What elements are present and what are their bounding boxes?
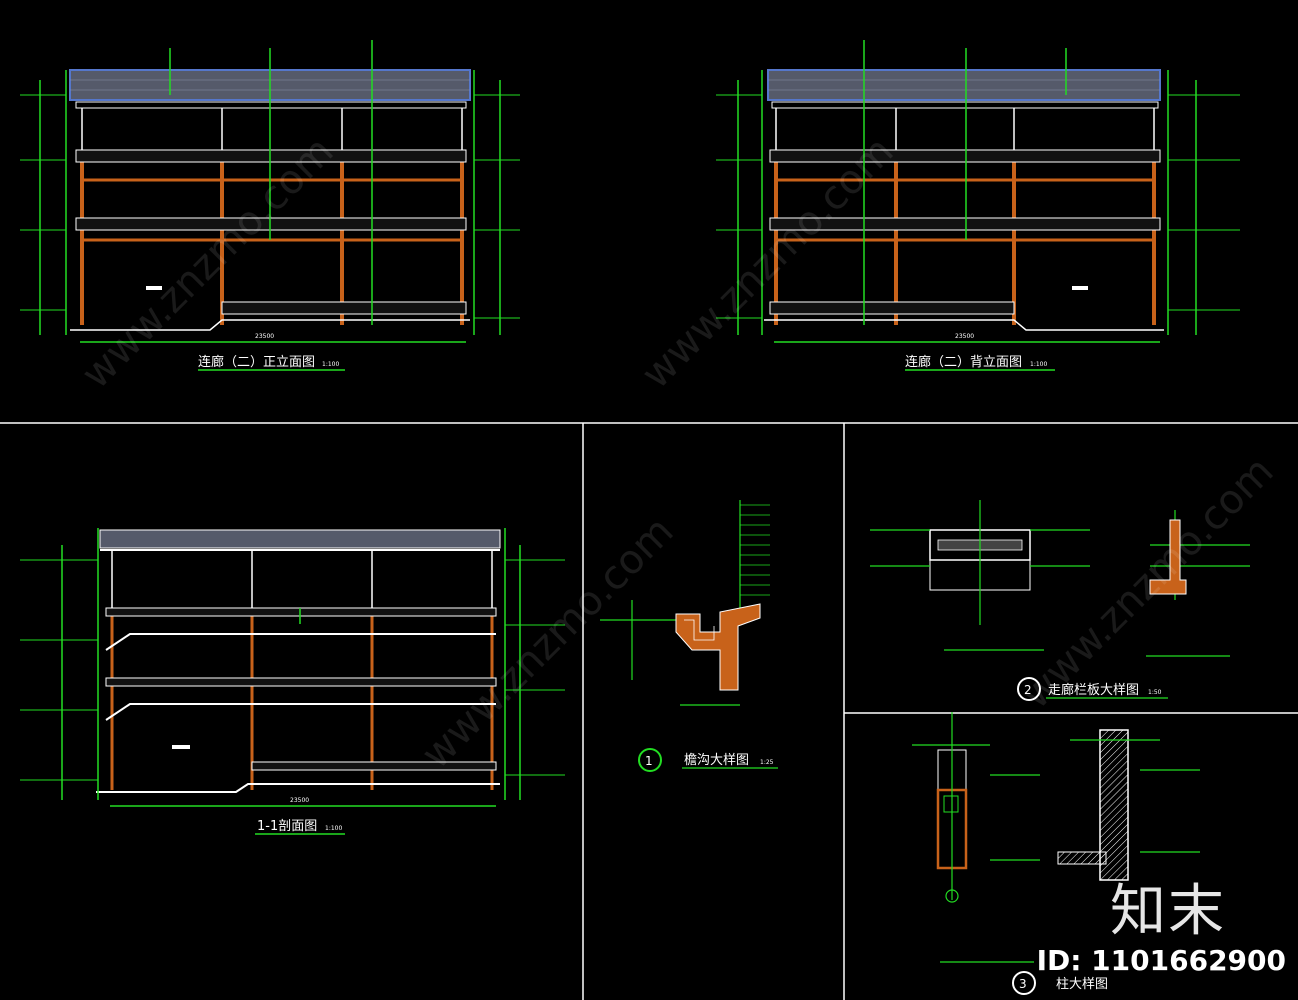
detail3-number: 3 — [1019, 977, 1027, 991]
front-elevation-scale: 1:100 — [322, 361, 339, 368]
detail2-number: 2 — [1024, 683, 1032, 697]
section-1-1: 23500 1-1剖面图 1:100 — [20, 528, 565, 835]
panel-dividers — [0, 422, 1298, 1000]
detail-3-column: 3 柱大样图 ???? 1:50 2-2?? 1:50 — [912, 712, 1200, 995]
detail3-title: 柱大样图 — [1056, 977, 1108, 992]
back-elevation-scale: 1:100 — [1030, 361, 1047, 368]
detail-1-gutter: 1 檐沟大样图 1:25 — [600, 500, 778, 772]
front-elevation-title: 连廊（二）正立面图 — [198, 354, 315, 370]
detail3-sub-left: ???? — [942, 951, 957, 959]
detail2-title: 走廊栏板大样图 — [1048, 682, 1139, 698]
detail2-scale: 1:50 — [1148, 689, 1162, 696]
brand-id-label: ID: 1101662900 — [1036, 944, 1286, 977]
front-elevation: 23500 连廊（二）正立面图 1:100 — [20, 40, 520, 371]
section-scale: 1:100 — [325, 825, 342, 832]
section-width-dim: 23500 — [290, 797, 309, 804]
detail3-sub-right-scale: 1:50 — [1140, 946, 1156, 954]
detail2-sub-right: 1-??? — [1146, 646, 1164, 654]
detail2-sub-right-scale: 1:50 — [1205, 646, 1221, 654]
detail1-number: 1 — [645, 754, 653, 768]
detail1-title: 檐沟大样图 — [684, 753, 749, 768]
back-elevation-title: 连廊（二）背立面图 — [905, 354, 1022, 370]
brand-logo: 知末 — [1110, 879, 1226, 944]
back-width-dim: 23500 — [955, 333, 974, 340]
detail-2-railing: 2 走廊栏板大样图 1:50 ?????? 1:50 1-??? 1:50 — [870, 500, 1250, 701]
detail3-sub-right: 2-2?? — [1086, 946, 1105, 954]
front-width-dim: 23500 — [255, 333, 274, 340]
detail3-sub-left-scale: 1:50 — [998, 951, 1014, 959]
detail1-scale: 1:25 — [760, 759, 774, 766]
section-title: 1-1剖面图 — [257, 819, 317, 834]
back-elevation: 23500 连廊（二）背立面图 1:100 — [716, 40, 1240, 371]
detail2-sub-left: ?????? — [944, 640, 967, 648]
detail2-sub-left-scale: 1:50 — [1000, 640, 1016, 648]
